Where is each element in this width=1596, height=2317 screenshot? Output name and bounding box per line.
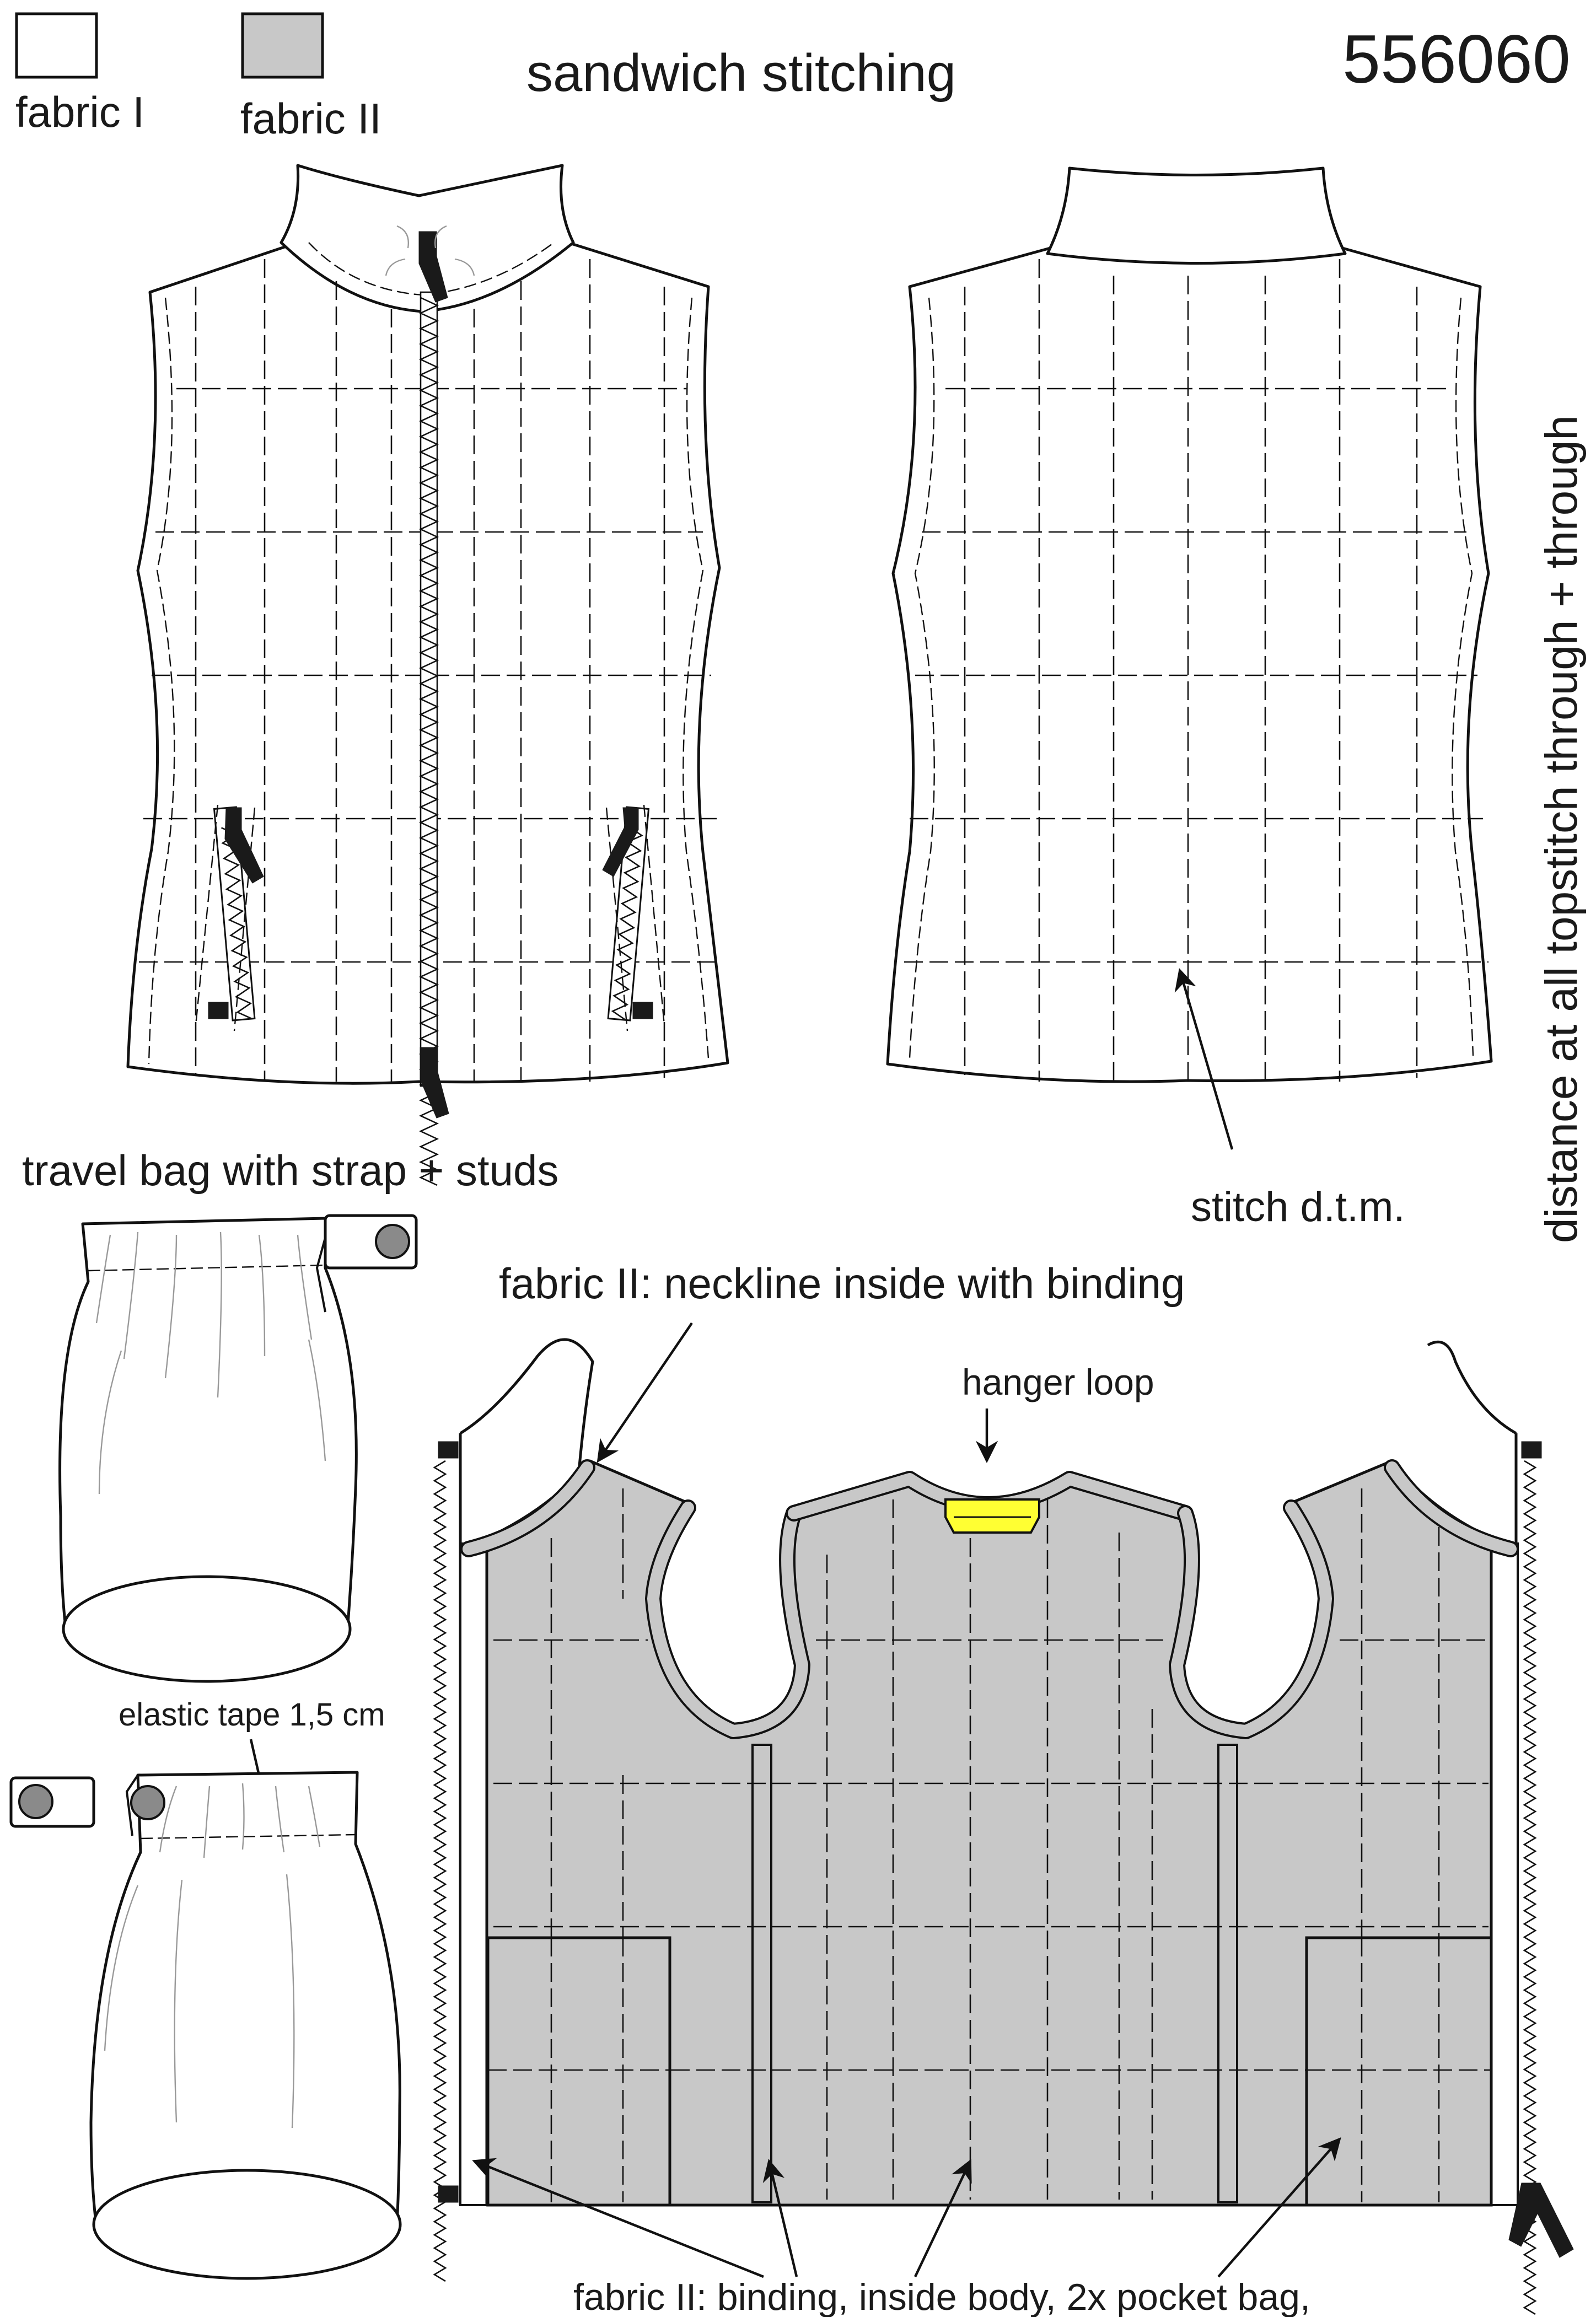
stud-2 [18,1784,53,1819]
outer-shell-right-shoulder [1427,1340,1517,1435]
right-zipper-pull [1508,2182,1574,2258]
legend-label-fabric-2: fabric II [240,94,381,143]
label-travel-bag: travel bag with strap + studs [22,1146,558,1195]
label-stitch-dtm: stitch d.t.m. [1191,1184,1405,1230]
front-edge-right [1490,1542,1519,2206]
back-vest-view [886,166,1493,1150]
bag-closed-base [62,1575,352,1683]
bag-closed-strap [315,1214,418,1313]
right-side-seam-binding [1217,1744,1238,2203]
zipper-pull-bottom [420,1047,449,1119]
back-collar [1046,166,1347,265]
hanger-loop [944,1498,1040,1534]
label-bottom-callouts: fabric II: binding, inside body, 2x pock… [573,2276,1310,2317]
back-quilt-lines [904,259,1488,1082]
binding-arrow-side [762,2159,798,2277]
bag-open-gathers [104,1783,321,2128]
front-vest-view [126,164,729,1186]
travel-bag-closed [58,1214,418,1683]
side-note-vertical: distance at all topstitch through + thro… [1536,415,1587,1243]
stud-1 [375,1224,410,1259]
front-edge-left [459,1542,488,2206]
legend-swatch-fabric-1 [15,12,98,79]
binding-arrow-left [472,2158,764,2278]
inside-vest-view [433,1338,1574,2315]
legend-swatch-fabric-2 [241,12,324,79]
travel-bag-open [9,1771,402,2280]
legend: fabric I fabric II [15,12,381,143]
sheet-title: sandwich stitching [526,44,956,103]
right-pocket-pull [602,807,639,877]
legend-label-fabric-1: fabric I [15,88,144,136]
bag-open-casing-stitch [140,1834,356,1840]
style-number: 556060 [1342,21,1571,98]
back-vest-body [886,246,1493,1083]
pocket-bag-arrow [1217,2137,1341,2278]
bag-closed-casing-stitch [88,1264,326,1272]
stitch-dtm-arrow [1174,968,1234,1150]
center-front-zipper [385,225,475,1186]
label-neckline-binding: fabric II: neckline inside with binding [499,1259,1185,1308]
left-side-seam-binding [751,1744,772,2203]
outer-shell-left-shoulder [459,1338,594,1472]
neckline-arrow [597,1322,693,1463]
bag-open-strap [9,1774,165,1836]
right-front-zipper-open [1508,1441,1574,2315]
stud-3 [130,1785,165,1820]
bag-open-base [92,2169,402,2280]
zipper-pull-top [418,231,448,303]
label-elastic-tape: elastic tape 1,5 cm [119,1697,385,1733]
inside-body-arrow [913,2159,972,2277]
right-pocket-bag [1305,1936,1493,2207]
left-front-zipper-open [433,1441,459,2282]
front-right-pocket-zipper [602,804,665,1031]
bag-open-body [89,1771,401,2229]
bag-closed-gathers [95,1232,326,1495]
left-pocket-pull [224,807,264,884]
label-hanger-loop: hanger loop [962,1362,1154,1402]
left-pocket-bag [486,1936,671,2207]
front-left-pocket-zipper [195,804,264,1031]
